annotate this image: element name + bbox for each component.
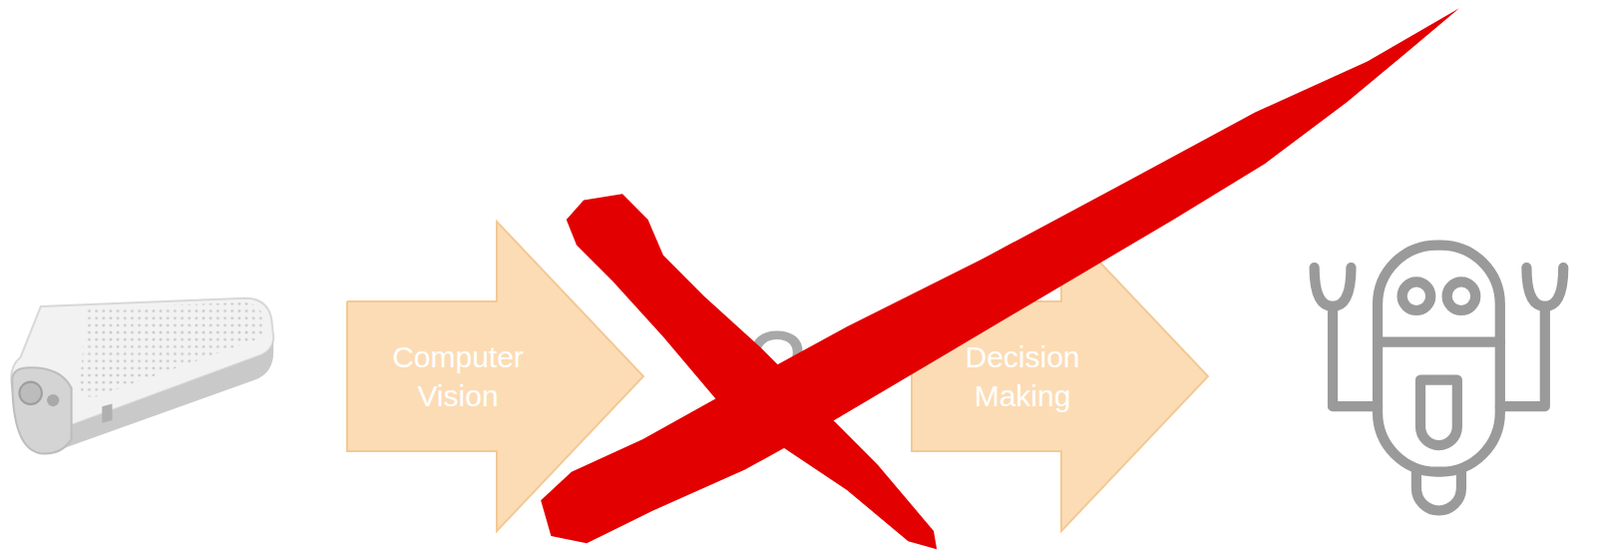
arrow-shape bbox=[347, 221, 644, 531]
robot-claw bbox=[1314, 267, 1352, 307]
robot-arm bbox=[1332, 306, 1378, 406]
depth-camera-icon bbox=[10, 298, 274, 454]
robot-eye bbox=[1447, 281, 1477, 311]
process-arrow: Computer Vision bbox=[347, 221, 644, 531]
camera-sensor bbox=[101, 403, 112, 423]
robot-arm bbox=[1500, 306, 1546, 406]
robot-eye bbox=[1402, 281, 1432, 311]
robot-base bbox=[1416, 471, 1462, 511]
camera-vent-grid bbox=[79, 302, 264, 398]
robot-icon bbox=[1314, 245, 1565, 511]
robot-claw bbox=[1526, 267, 1564, 307]
question-mark: ? bbox=[716, 304, 836, 434]
process-arrow: Decision Making bbox=[911, 221, 1208, 531]
brush-stroke bbox=[566, 193, 937, 549]
camera-face bbox=[11, 367, 71, 453]
robot-neck bbox=[1377, 337, 1501, 348]
camera-lens bbox=[18, 382, 42, 405]
camera-lens bbox=[46, 394, 59, 406]
robot-body bbox=[1377, 245, 1501, 472]
step-label: Decision Making bbox=[919, 301, 1126, 451]
robot-mouth bbox=[1420, 380, 1458, 445]
brush-stroke bbox=[540, 7, 1460, 543]
arrow-outline bbox=[911, 221, 1208, 531]
step-label: Computer Vision bbox=[355, 301, 561, 451]
arrow-shape bbox=[911, 221, 1208, 531]
arrow-outline bbox=[347, 221, 644, 531]
red-cross-mark bbox=[540, 7, 1460, 549]
